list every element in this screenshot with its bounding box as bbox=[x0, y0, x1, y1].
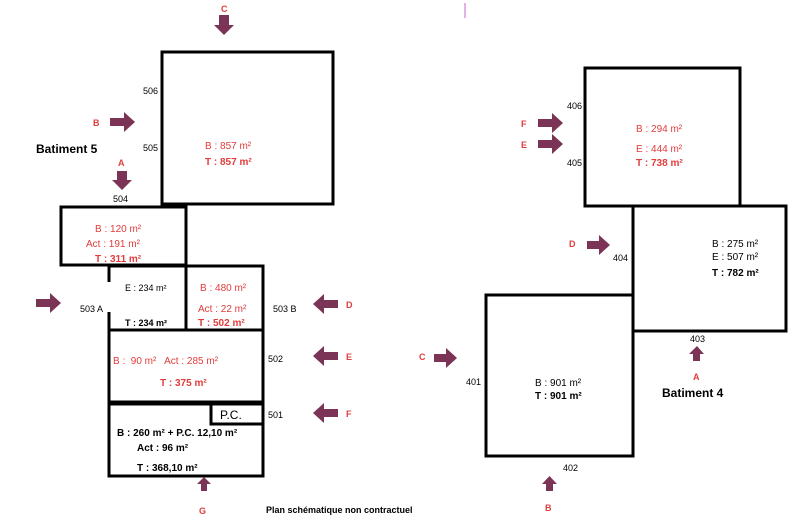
room-b4-bottom bbox=[484, 293, 635, 458]
b5-504-t: T : 311 m² bbox=[95, 254, 142, 265]
b5-504-b: B : 120 m² bbox=[95, 224, 142, 235]
room-b5-top bbox=[160, 50, 335, 206]
b5-502-line: B : 90 m² Act : 285 m² bbox=[113, 356, 219, 367]
b4-top-e: E : 444 m² bbox=[636, 144, 683, 155]
b5-arrow-f-label: F bbox=[346, 409, 352, 419]
room-b5-502 bbox=[107, 328, 265, 404]
building-4: B : 294 m² E : 444 m² T : 738 m² B : 275… bbox=[419, 66, 788, 513]
b4-door-402: 402 bbox=[563, 463, 578, 473]
b5-502-t: T : 375 m² bbox=[160, 378, 207, 389]
b5-503a-e: E : 234 m² bbox=[125, 283, 167, 293]
b5-door-501: 501 bbox=[268, 410, 283, 420]
arrow-up-icon bbox=[542, 476, 557, 491]
arrow-right-icon bbox=[538, 134, 563, 154]
b5-501-b: B : 260 m² + P.C. 12,10 m² bbox=[117, 428, 238, 439]
b4-arrow-c-label: C bbox=[419, 352, 426, 362]
arrow-left-icon bbox=[313, 403, 338, 423]
b5-door-504: 504 bbox=[113, 194, 128, 204]
arrow-right-icon bbox=[538, 113, 563, 133]
footer-note: Plan schématique non contractuel bbox=[266, 505, 413, 515]
arrow-right-icon bbox=[110, 112, 135, 132]
b5-arrow-a-label: A bbox=[118, 158, 125, 168]
b5-503b-t: T : 502 m² bbox=[198, 318, 245, 329]
b4-door-405: 405 bbox=[567, 158, 582, 168]
arrow-right-icon bbox=[587, 235, 610, 255]
b5-top-b: B : 857 m² bbox=[205, 141, 252, 152]
b5-top-t: T : 857 m² bbox=[205, 157, 252, 168]
b4-bottom-b: B : 901 m² bbox=[535, 378, 582, 389]
b5-arrow-e-label: E bbox=[346, 352, 352, 362]
b4-arrow-d-label: D bbox=[569, 239, 576, 249]
b5-arrow-d-label: D bbox=[346, 300, 353, 310]
b4-arrow-b-label: B bbox=[545, 503, 552, 513]
b5-door-502: 502 bbox=[268, 354, 283, 364]
b4-arrow-f-label: F bbox=[521, 119, 527, 129]
arrow-left-icon bbox=[313, 294, 338, 314]
b4-door-403: 403 bbox=[690, 334, 705, 344]
room-b4-top bbox=[583, 66, 742, 208]
b4-top-b: B : 294 m² bbox=[636, 124, 683, 135]
b4-top-t: T : 738 m² bbox=[636, 158, 683, 169]
b5-arrow-b-label: B bbox=[93, 118, 100, 128]
b5-arrow-c-label: C bbox=[221, 4, 228, 14]
building-5: B : 857 m² T : 857 m² B : 120 m² Act : 1… bbox=[36, 4, 353, 516]
arrow-down-icon bbox=[112, 171, 132, 190]
room-b5-pc bbox=[209, 402, 265, 426]
b5-door-505: 505 bbox=[143, 143, 158, 153]
b5-503b-act: Act : 22 m² bbox=[198, 304, 247, 315]
b4-door-401: 401 bbox=[466, 377, 481, 387]
arrow-right-icon bbox=[36, 293, 61, 313]
arrow-right-icon bbox=[434, 348, 457, 368]
b4-title: Batiment 4 bbox=[662, 386, 724, 400]
b4-bottom-t: T : 901 m² bbox=[535, 391, 582, 402]
b5-door-503a: 503 A bbox=[80, 304, 103, 314]
b4-mid-e: E : 507 m² bbox=[712, 252, 759, 263]
arrow-up-icon bbox=[197, 477, 211, 491]
b5-501-t: T : 368,10 m² bbox=[137, 463, 198, 474]
room-b4-mid bbox=[631, 204, 788, 333]
b5-503a-t: T : 234 m² bbox=[125, 318, 167, 328]
b5-pc-label: P.C. bbox=[220, 408, 242, 422]
b4-arrow-a-label: A bbox=[693, 372, 700, 382]
b5-door-503b: 503 B bbox=[273, 304, 297, 314]
b4-mid-t: T : 782 m² bbox=[712, 268, 759, 279]
b5-503b-b: B : 480 m² bbox=[200, 283, 247, 294]
b4-door-404: 404 bbox=[613, 253, 628, 263]
arrow-up-icon bbox=[689, 346, 704, 361]
b4-arrow-e-label: E bbox=[521, 140, 527, 150]
b5-504-act: Act : 191 m² bbox=[86, 239, 141, 250]
b5-door-506: 506 bbox=[143, 86, 158, 96]
arrow-left-icon bbox=[313, 346, 338, 366]
b4-door-406: 406 bbox=[567, 101, 582, 111]
b4-mid-b: B : 275 m² bbox=[712, 239, 759, 250]
arrow-down-icon bbox=[214, 15, 234, 35]
b5-title: Batiment 5 bbox=[36, 142, 98, 156]
b5-arrow-g-label: G bbox=[199, 506, 206, 516]
b5-501-act: Act : 96 m² bbox=[137, 443, 189, 454]
